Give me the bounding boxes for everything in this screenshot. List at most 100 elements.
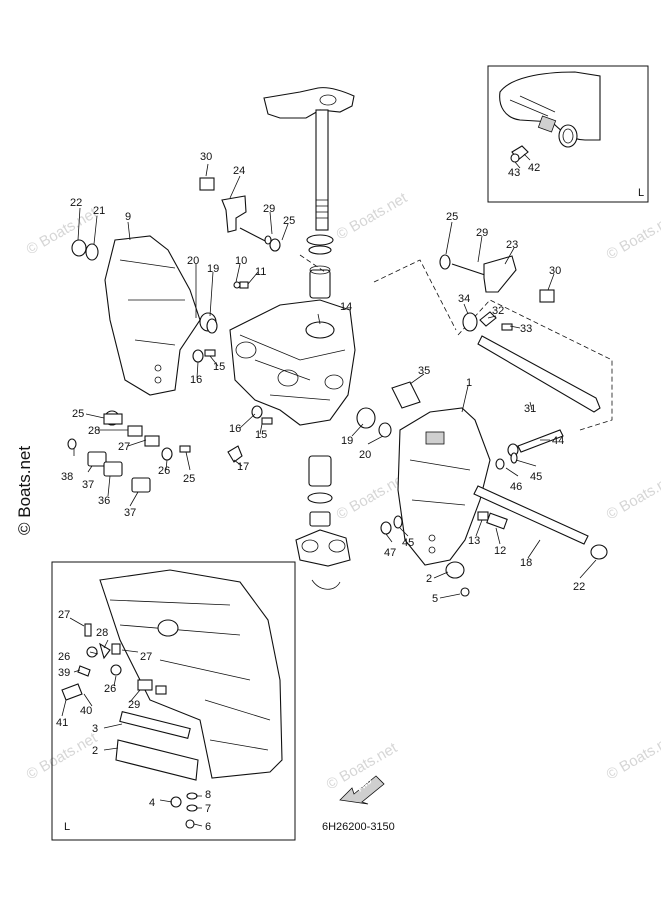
callout-19: 19 (341, 435, 353, 447)
watermark: © Boats.net (604, 209, 661, 263)
bolt-12 (486, 512, 508, 530)
callout-16: 16 (190, 374, 202, 386)
callout-5: 5 (432, 593, 438, 605)
callout-24: 24 (233, 165, 245, 177)
callout-41: 41 (56, 717, 68, 729)
bolt-4 (170, 796, 182, 808)
washer-38 (67, 438, 77, 450)
callout-25: 25 (446, 211, 458, 223)
plug-16 (192, 349, 204, 363)
callout-23: 23 (506, 239, 518, 251)
pin-27 (144, 435, 160, 447)
watermark: © Boats.net (334, 189, 411, 243)
tilt-rod (477, 335, 601, 413)
callout-15: 15 (213, 361, 225, 373)
callout-38: 38 (61, 471, 73, 483)
callout-8: 8 (205, 789, 211, 801)
callout-43: 43 (508, 167, 520, 179)
callout-19: 19 (207, 263, 219, 275)
pin-27 (84, 623, 92, 637)
washer-45 (510, 452, 518, 464)
callout-33: 33 (520, 323, 532, 335)
washer-46 (495, 458, 505, 470)
callout-29: 29 (263, 203, 275, 215)
spacer-36 (103, 461, 123, 477)
spring-28 (127, 425, 143, 437)
washer-7 (186, 804, 198, 812)
callout-45: 45 (402, 537, 414, 549)
callout-32: 32 (492, 305, 504, 317)
watermark: © Boats.net (24, 729, 101, 783)
spring-28 (99, 642, 111, 660)
callout-31: 31 (524, 403, 536, 415)
callout-7: 7 (205, 803, 211, 815)
callout-16: 16 (229, 423, 241, 435)
nut-22 (71, 239, 87, 257)
callout-29: 29 (476, 227, 488, 239)
plug-16 (251, 405, 263, 419)
cap-30 (199, 177, 215, 191)
callout-30: 30 (200, 151, 212, 163)
watermark: © Boats.net (604, 469, 661, 523)
callout-12: 12 (494, 545, 506, 557)
callout-39: 39 (58, 667, 70, 679)
callout-22: 22 (70, 197, 82, 209)
knob-37 (131, 477, 151, 493)
bushing-25 (269, 238, 281, 252)
bushing-25 (103, 413, 123, 425)
inset-label-bottom: L (64, 821, 70, 833)
callout-37: 37 (82, 479, 94, 491)
watermark: © Boats.net (604, 729, 661, 783)
callout-29: 29 (128, 699, 140, 711)
bushing-26 (110, 664, 122, 676)
cap-30 (539, 289, 555, 303)
callout-45: 45 (530, 471, 542, 483)
callout-28: 28 (88, 425, 100, 437)
callout-25: 25 (72, 408, 84, 420)
part-number: 6H26200-3150 (322, 821, 395, 833)
callout-27: 27 (118, 441, 130, 453)
callout-15: 15 (255, 429, 267, 441)
pin-33 (501, 323, 513, 331)
callout-27: 27 (58, 609, 70, 621)
pin-39 (77, 665, 91, 677)
washer-21 (85, 243, 99, 261)
callout-27: 27 (140, 651, 152, 663)
callout-25: 25 (183, 473, 195, 485)
lower-mount-bracket (295, 529, 351, 567)
washer-20 (378, 422, 392, 438)
bushing-19 (356, 407, 376, 429)
inset-frame (487, 65, 649, 203)
callout-26: 26 (104, 683, 116, 695)
screw-5 (460, 587, 470, 597)
callout-14: 14 (340, 301, 352, 313)
inset-frame (51, 561, 296, 841)
clamp-bracket-left (104, 235, 201, 396)
inset-bottom-left: 27 28 26 27 39 26 29 40 41 3 2 4 8 7 6 L (51, 561, 296, 841)
washer (306, 234, 334, 246)
callout-18: 18 (520, 557, 532, 569)
nut-13 (477, 511, 489, 521)
nipple-25 (179, 445, 191, 453)
washer (308, 245, 332, 255)
callout-13: 13 (468, 535, 480, 547)
washer-8 (186, 792, 198, 800)
bushing (309, 269, 331, 299)
screw-10 (233, 281, 241, 289)
callout-26: 26 (58, 651, 70, 663)
fitting-17 (227, 445, 243, 463)
knob-29 (137, 679, 153, 691)
callout-40: 40 (80, 705, 92, 717)
callout-20: 20 (359, 449, 371, 461)
side-watermark: © Boats.net (15, 446, 34, 535)
spring-34 (462, 312, 478, 332)
bushing-26 (161, 447, 173, 461)
callout-21: 21 (93, 205, 105, 217)
main-assembly: FWD 30 24 22 21 9 29 25 20 19 10 11 14 1… (61, 87, 613, 805)
callout-9: 9 (125, 211, 131, 223)
bolt-41 (61, 683, 83, 701)
callout-28: 28 (96, 627, 108, 639)
nipple-11 (239, 281, 249, 289)
swivel-bracket (229, 299, 356, 426)
bushing-ring (558, 124, 578, 148)
